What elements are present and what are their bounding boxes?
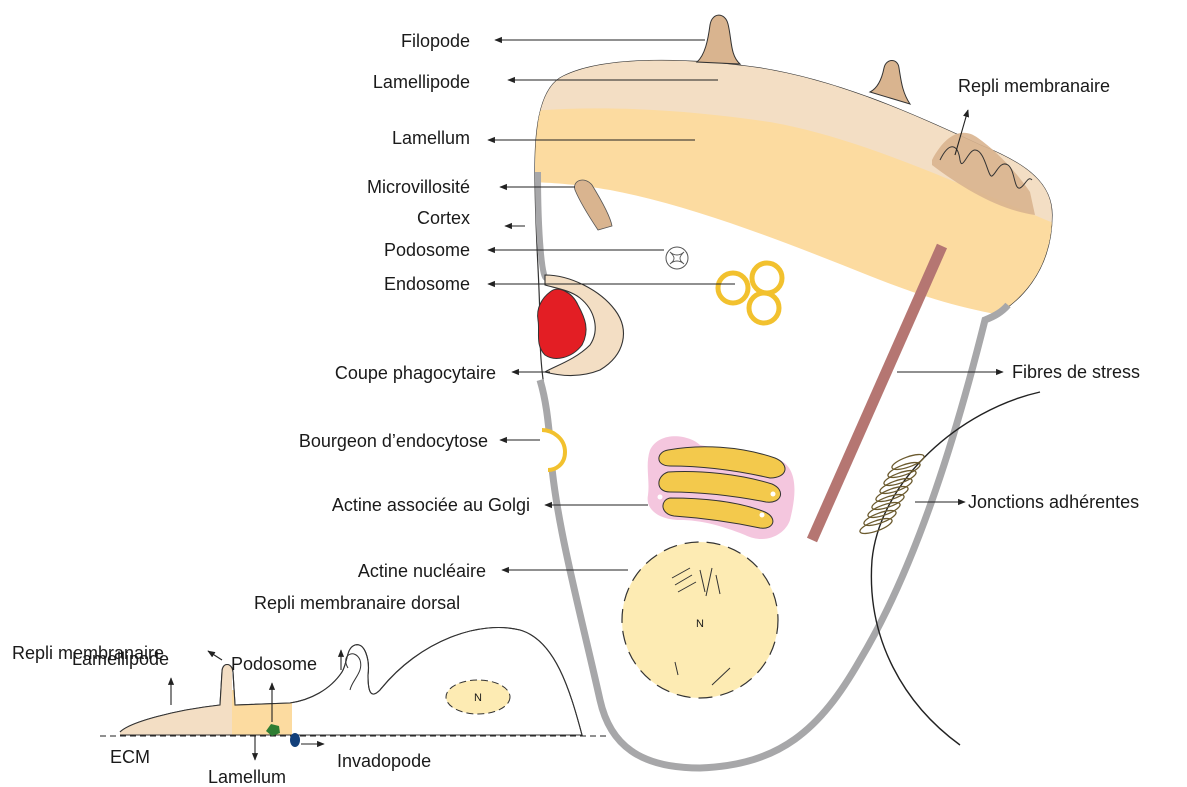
label-actine-nucleaire: Actine nucléaire [358, 561, 486, 581]
side-label-lamellipode: Lamellipode [72, 649, 169, 669]
side-label-ecm: ECM [110, 747, 150, 767]
label-fibres-de-stress: Fibres de stress [1012, 362, 1140, 382]
label-coupe-phagocytaire: Coupe phagocytaire [335, 363, 496, 383]
label-jonctions-adherentes: Jonctions adhérentes [968, 492, 1139, 512]
label-bourgeon-endocytose: Bourgeon d’endocytose [299, 431, 488, 451]
side-label-invadopode: Invadopode [337, 751, 431, 771]
label-lamellipode: Lamellipode [373, 72, 470, 92]
side-nucleus-label: N [474, 692, 482, 704]
cell-side-view: N Repli membranaire Lamellipode Repli me… [12, 593, 608, 787]
side-label-lamellum: Lamellum [208, 767, 286, 787]
label-microvillosite: Microvillosité [367, 177, 470, 197]
cell-top-view: N [520, 15, 1070, 768]
nucleus-label: N [696, 618, 704, 630]
label-filopode: Filopode [401, 31, 470, 51]
label-podosome: Podosome [384, 240, 470, 260]
side-label-podosome: Podosome [231, 654, 317, 674]
side-label-repli-dorsal: Repli membranaire dorsal [254, 593, 460, 613]
label-cortex: Cortex [417, 208, 470, 228]
filopodium-right [870, 61, 910, 105]
side-lamellum [232, 690, 292, 740]
label-lamellum: Lamellum [392, 128, 470, 148]
label-actine-golgi: Actine associée au Golgi [332, 495, 530, 515]
podosome-icon [666, 247, 688, 269]
label-repli-membranaire: Repli membranaire [958, 76, 1110, 96]
label-endosome: Endosome [384, 274, 470, 294]
side-invadopode-icon [290, 733, 300, 747]
